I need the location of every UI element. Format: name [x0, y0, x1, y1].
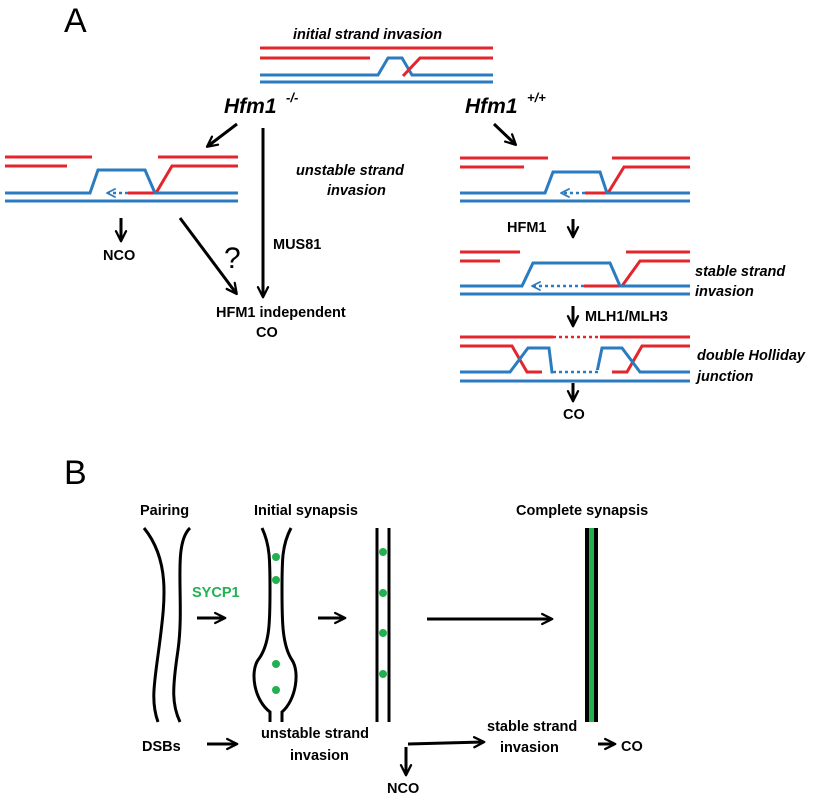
- chromosomes-complete-synapsis: [585, 528, 598, 722]
- panel-letter-a: A: [64, 2, 87, 40]
- label-unstable-invasion: invasion: [327, 183, 386, 199]
- label-hfm1-independent: HFM1 independent: [216, 305, 346, 321]
- dna-hfm1-wildtype-unstable: [460, 156, 690, 203]
- label-mlh1-mlh3: MLH1/MLH3: [585, 309, 668, 325]
- label-junction: junction: [695, 369, 754, 385]
- dna-initial-strand-invasion: [260, 46, 493, 84]
- dna-stable-strand-invasion: [460, 250, 690, 296]
- arrows-panel-b: [197, 611, 617, 777]
- label-sycp1: SYCP1: [192, 585, 240, 601]
- label-double-holliday: double Holliday: [697, 348, 806, 364]
- dna-double-holliday-junction: [460, 335, 690, 383]
- sycp1-foci-aligned: [379, 548, 387, 678]
- label-initial-synapsis: Initial synapsis: [254, 503, 358, 519]
- chromosomes-initial-synapsis: [252, 527, 298, 722]
- label-co-right: CO: [563, 407, 585, 423]
- label-hfm1-knockout: Hfm1: [224, 95, 277, 118]
- label-hfm1-independent-co: CO: [256, 325, 278, 341]
- label-complete-synapsis: Complete synapsis: [516, 503, 648, 519]
- label-stable-invasion: invasion: [695, 284, 754, 300]
- label-unstable-invasion-b: invasion: [290, 748, 349, 764]
- label-pairing: Pairing: [140, 503, 189, 519]
- label-hfm1: HFM1: [507, 220, 546, 236]
- panel-letter-b: B: [64, 454, 87, 492]
- label-hfm1-wildtype-superscript: +/+: [527, 90, 546, 105]
- label-unstable-strand: unstable strand: [296, 163, 405, 179]
- label-nco-b: NCO: [387, 781, 419, 797]
- label-question-mark: ?: [224, 242, 241, 275]
- label-stable-invasion-b: invasion: [500, 740, 559, 756]
- label-dsbs: DSBs: [142, 739, 181, 755]
- chromosomes-aligned: [375, 528, 391, 722]
- label-stable-strand-b: stable strand: [487, 719, 577, 735]
- label-stable-strand: stable strand: [695, 264, 786, 280]
- sycp1-foci-initial: [272, 553, 280, 694]
- arrows-panel-a: [114, 122, 580, 403]
- dna-hfm1-knockout: [5, 155, 238, 203]
- label-mus81: MUS81: [273, 237, 321, 253]
- label-nco-left: NCO: [103, 248, 135, 264]
- label-initial-strand-invasion: initial strand invasion: [293, 27, 442, 43]
- label-hfm1-wildtype: Hfm1: [465, 95, 518, 118]
- label-co-b: CO: [621, 739, 643, 755]
- label-hfm1-knockout-superscript: -/-: [286, 90, 298, 105]
- label-unstable-strand-b: unstable strand: [261, 726, 369, 742]
- chromosomes-pairing: [142, 526, 192, 723]
